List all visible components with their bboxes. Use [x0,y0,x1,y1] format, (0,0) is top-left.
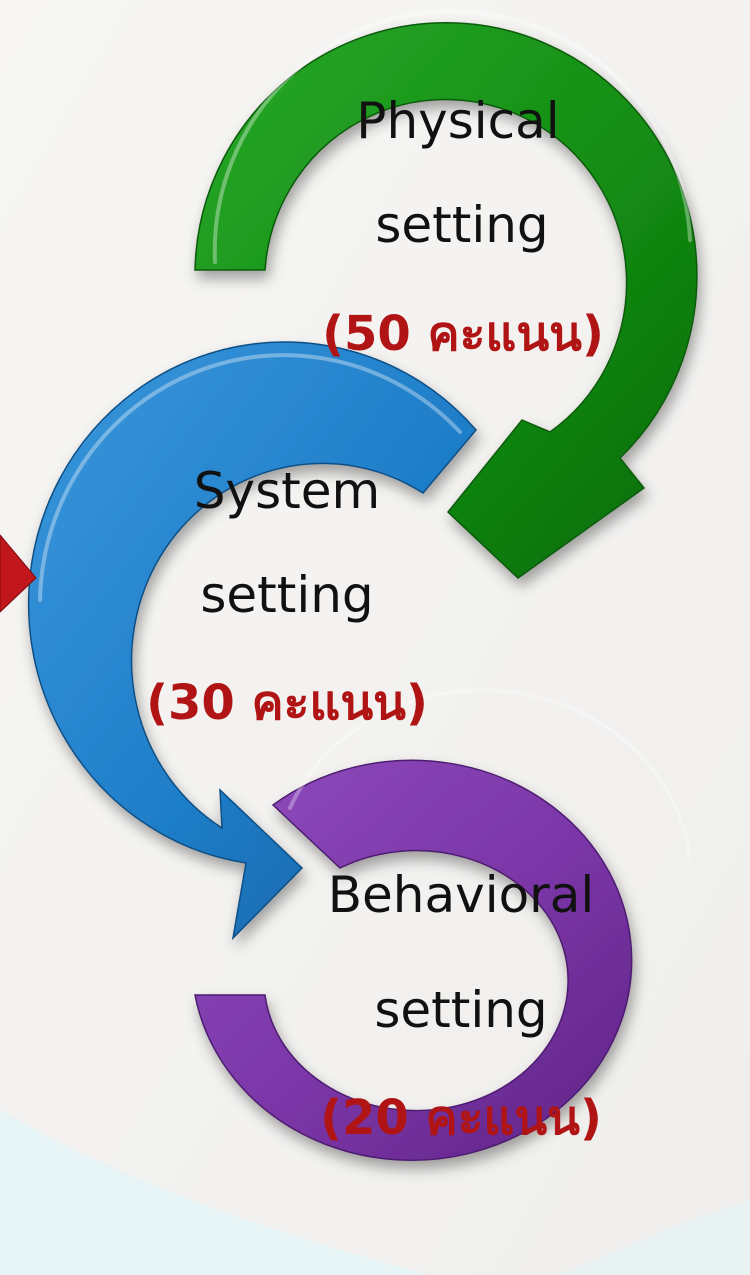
physical-cycle-arrow [194,22,698,579]
background-swoosh-right [560,1200,750,1275]
physical-score: (50 คะแนน) [322,306,604,362]
system-cycle-arrow [27,341,477,941]
system-title: System [193,462,381,520]
system-score: (30 คะแนน) [146,675,428,731]
behavioral-score: (20 คะแนน) [320,1090,602,1146]
behavioral-title: Behavioral [327,866,595,924]
background-swoosh [0,1110,430,1275]
system-subtitle: setting [200,566,374,624]
physical-subtitle: setting [375,196,549,254]
behavioral-cycle-arrow [194,759,633,1162]
system-arrow-highlight [38,353,462,602]
physical-arrow-highlight [212,9,692,264]
behavioral-arrow-highlight [288,688,692,862]
physical-title: Physical [356,92,560,150]
red-pointer-arrow [0,534,37,613]
behavioral-subtitle: setting [374,981,548,1039]
